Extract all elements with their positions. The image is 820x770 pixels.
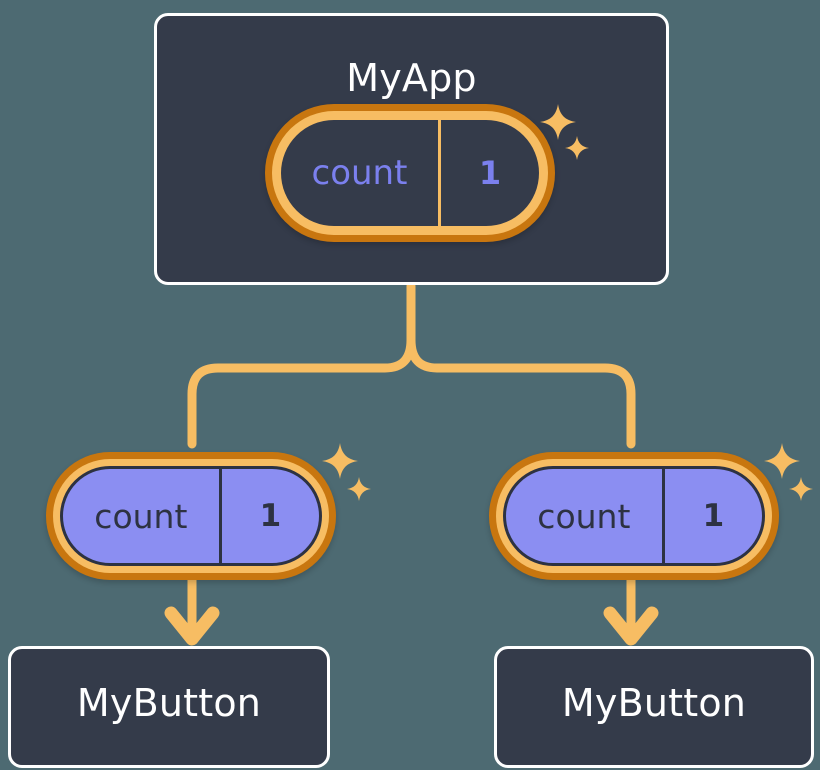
signal-pill-right[interactable]: count 1 [489,452,779,580]
signal-pill-body: count 1 [60,466,322,566]
page-title: MyApp [346,56,477,100]
signal-label-cell: count [63,469,222,563]
sparkle-large-right [764,443,800,479]
wire-split-left [187,335,416,449]
sparkle-large-left [322,443,358,479]
signal-value: 1 [259,498,282,534]
signal-pill-body: count 1 [503,466,765,566]
signal-label-cell: count [506,469,665,563]
signal-value-cell: 1 [665,469,762,563]
component-card-mybutton-left[interactable]: MyButton [8,646,330,768]
signal-value: 1 [478,154,502,192]
signal-pill-left[interactable]: count 1 [46,452,336,580]
signal-label: count [94,496,188,536]
signal-pill-ring: count 1 [53,459,329,573]
signal-value: 1 [702,498,725,534]
signal-pill-ring: count 1 [496,459,772,573]
signal-value-cell: 1 [441,120,539,226]
signal-label-cell: count [281,120,441,226]
component-card-title: MyButton [561,681,747,725]
signal-value-cell: 1 [222,469,319,563]
signal-label: count [537,496,631,536]
signal-pill-body: count 1 [281,120,539,226]
sparkle-small-right [789,477,813,501]
signal-pill-root[interactable]: count 1 [265,104,555,242]
arrowhead-left [164,606,220,646]
component-card-title: MyButton [76,681,262,725]
sparkle-small-left [347,477,371,501]
wire-split-right [406,335,636,449]
arrowhead-right [603,606,659,646]
signal-label: count [311,153,408,193]
signal-pill-ring: count 1 [272,111,548,235]
component-card-mybutton-right[interactable]: MyButton [494,646,814,768]
